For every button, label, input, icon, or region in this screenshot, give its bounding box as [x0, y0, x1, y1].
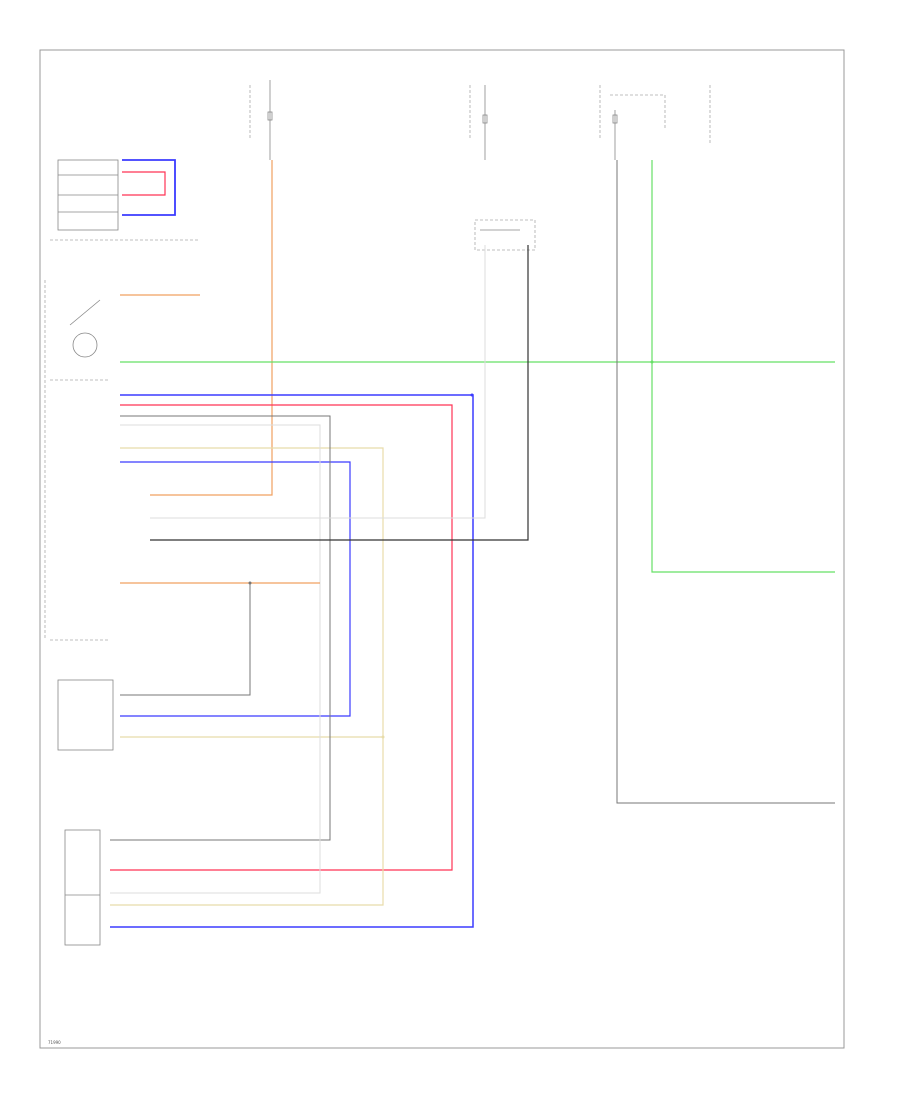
relay-box	[474, 219, 536, 251]
wire-black	[150, 245, 529, 541]
wire-red-top-left	[122, 171, 166, 196]
blower-motor	[50, 239, 200, 358]
connector-box-bottom-left	[64, 829, 101, 946]
fuse-block-center	[469, 85, 488, 160]
connector-cluster-top-left	[57, 159, 119, 231]
wire-blue-top-left	[122, 159, 176, 216]
fuse-block-left	[249, 80, 273, 160]
wires	[110, 159, 835, 928]
wire-gray-sensor	[120, 583, 251, 696]
sensor-box-left	[57, 679, 114, 751]
connector-dots	[248, 360, 654, 739]
wire-yellow-loop	[110, 447, 384, 906]
fuse-block-right	[599, 85, 711, 160]
wire-red-loop	[110, 404, 453, 871]
wire-white	[150, 245, 486, 519]
wire-gray-inner	[110, 424, 321, 894]
diagram-frame	[39, 49, 845, 1049]
wire-blue-loop	[110, 394, 474, 928]
wire-gray-bottom-right	[616, 160, 835, 804]
wire-gray-loop	[110, 415, 331, 841]
diagram-footer-code: 71990	[48, 1040, 61, 1045]
wire-green-vertical-right	[651, 160, 835, 573]
wire-orange-vertical	[150, 160, 273, 496]
wire-blue-inner-loop	[120, 461, 351, 717]
ac-control-module	[50, 379, 110, 641]
